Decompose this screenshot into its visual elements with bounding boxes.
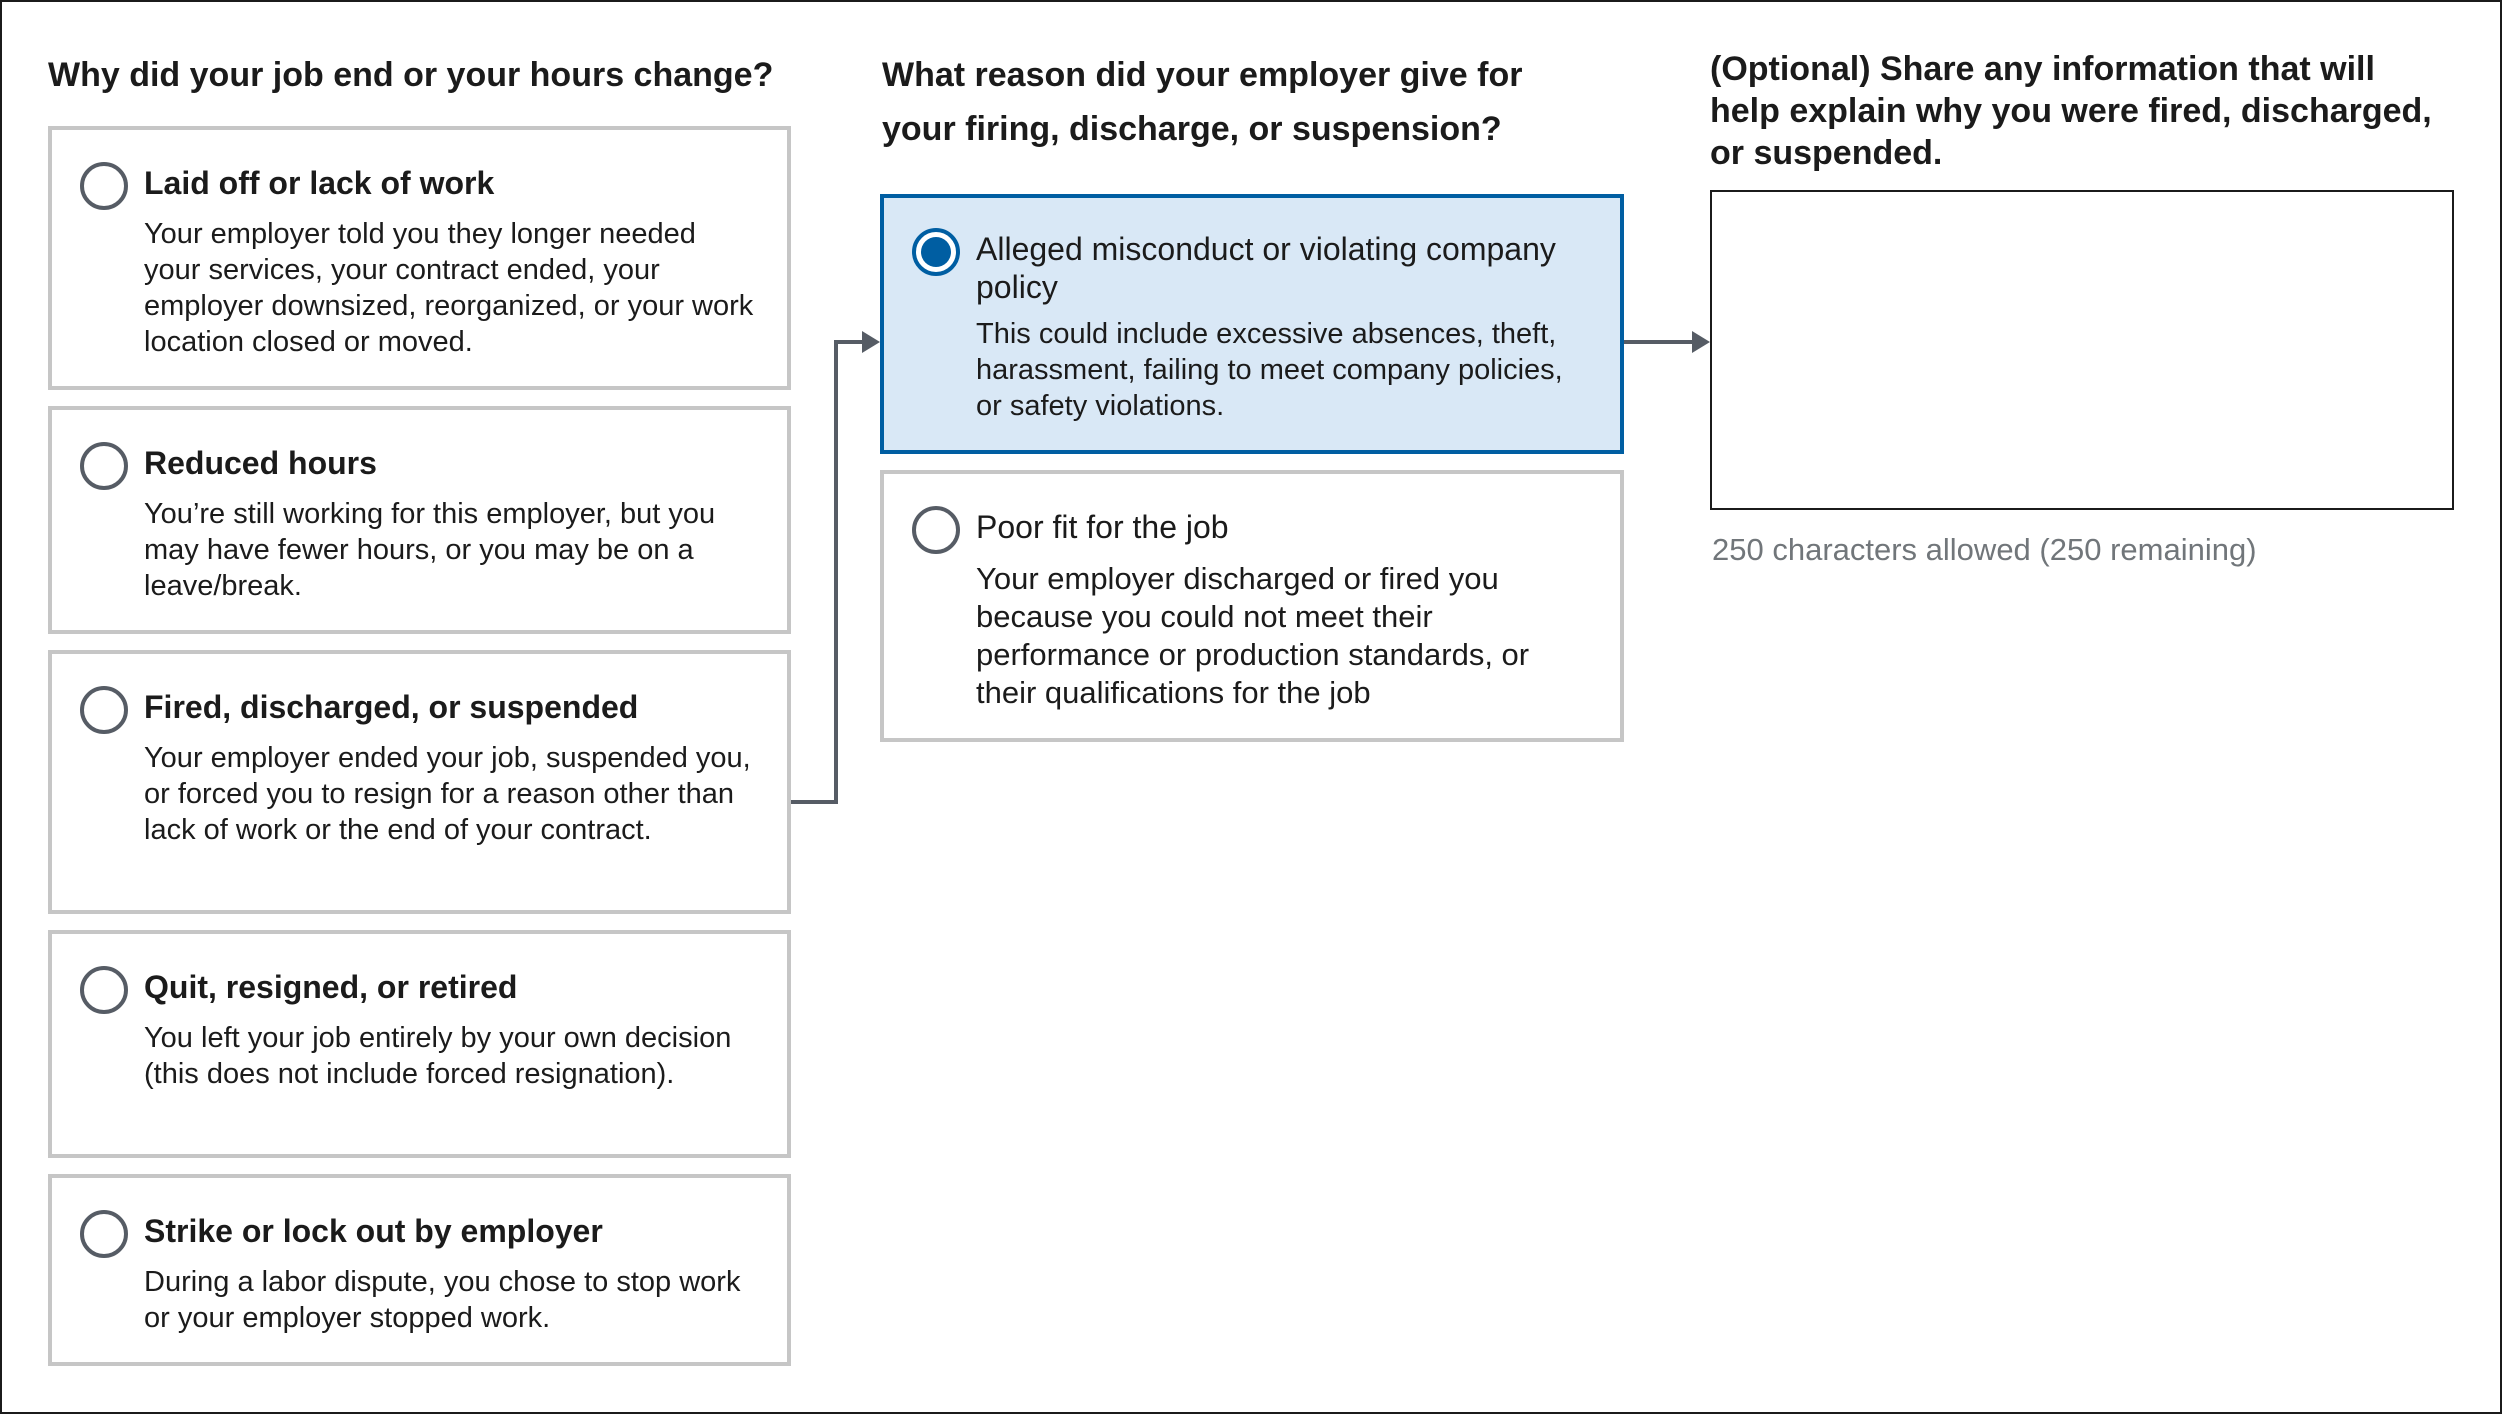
option-strike-label: Strike or lock out by employer [144, 1213, 603, 1249]
option-poor-fit-description: Your employer discharged or fired you be… [976, 561, 1530, 710]
option-laid-off[interactable]: Laid off or lack of work Your employer t… [48, 126, 791, 390]
option-poor-fit[interactable]: Poor fit for the job Your employer disch… [880, 470, 1624, 742]
option-reduced-hours-label: Reduced hours [144, 445, 377, 481]
question-job-end-title: Why did your job end or your hours chang… [48, 56, 774, 94]
radio-poor-fit[interactable] [912, 506, 960, 554]
radio-fired[interactable] [80, 686, 128, 734]
option-reduced-hours[interactable]: Reduced hours You’re still working for t… [48, 406, 791, 634]
connector-fired-to-reason [791, 340, 864, 804]
option-alleged-misconduct-description: This could include excessive absences, t… [976, 318, 1563, 422]
option-fired[interactable]: Fired, discharged, or suspended Your emp… [48, 650, 791, 914]
option-quit-label: Quit, resigned, or retired [144, 969, 518, 1005]
character-count-hint: 250 characters allowed (250 remaining) [1712, 532, 2257, 567]
radio-reduced-hours[interactable] [80, 442, 128, 490]
option-alleged-misconduct[interactable]: Alleged misconduct or violating company … [880, 194, 1624, 454]
explanation-textarea[interactable] [1710, 190, 2454, 510]
option-poor-fit-label: Poor fit for the job [976, 509, 1229, 545]
option-strike-description: During a labor dispute, you chose to sto… [144, 1266, 741, 1334]
option-reduced-hours-description: You’re still working for this employer, … [144, 498, 716, 602]
question-employer-reason-title: What reason did your employer give for y… [882, 56, 1523, 148]
option-laid-off-label: Laid off or lack of work [144, 165, 495, 201]
radio-strike[interactable] [80, 1210, 128, 1258]
arrowhead-reason [862, 331, 880, 353]
option-fired-label: Fired, discharged, or suspended [144, 689, 639, 725]
arrowhead-textarea [1692, 331, 1710, 353]
option-alleged-misconduct-label: Alleged misconduct or violating company … [976, 231, 1556, 305]
option-laid-off-description: Your employer told you they longer neede… [144, 218, 754, 358]
radio-quit[interactable] [80, 966, 128, 1014]
option-quit[interactable]: Quit, resigned, or retired You left your… [48, 930, 791, 1158]
radio-alleged-misconduct[interactable] [912, 228, 960, 276]
option-quit-description: You left your job entirely by your own d… [144, 1022, 732, 1090]
option-fired-description: Your employer ended your job, suspended … [144, 742, 751, 846]
option-strike[interactable]: Strike or lock out by employer During a … [48, 1174, 791, 1366]
optional-info-title: (Optional) Share any information that wi… [1710, 50, 2432, 172]
radio-laid-off[interactable] [80, 162, 128, 210]
